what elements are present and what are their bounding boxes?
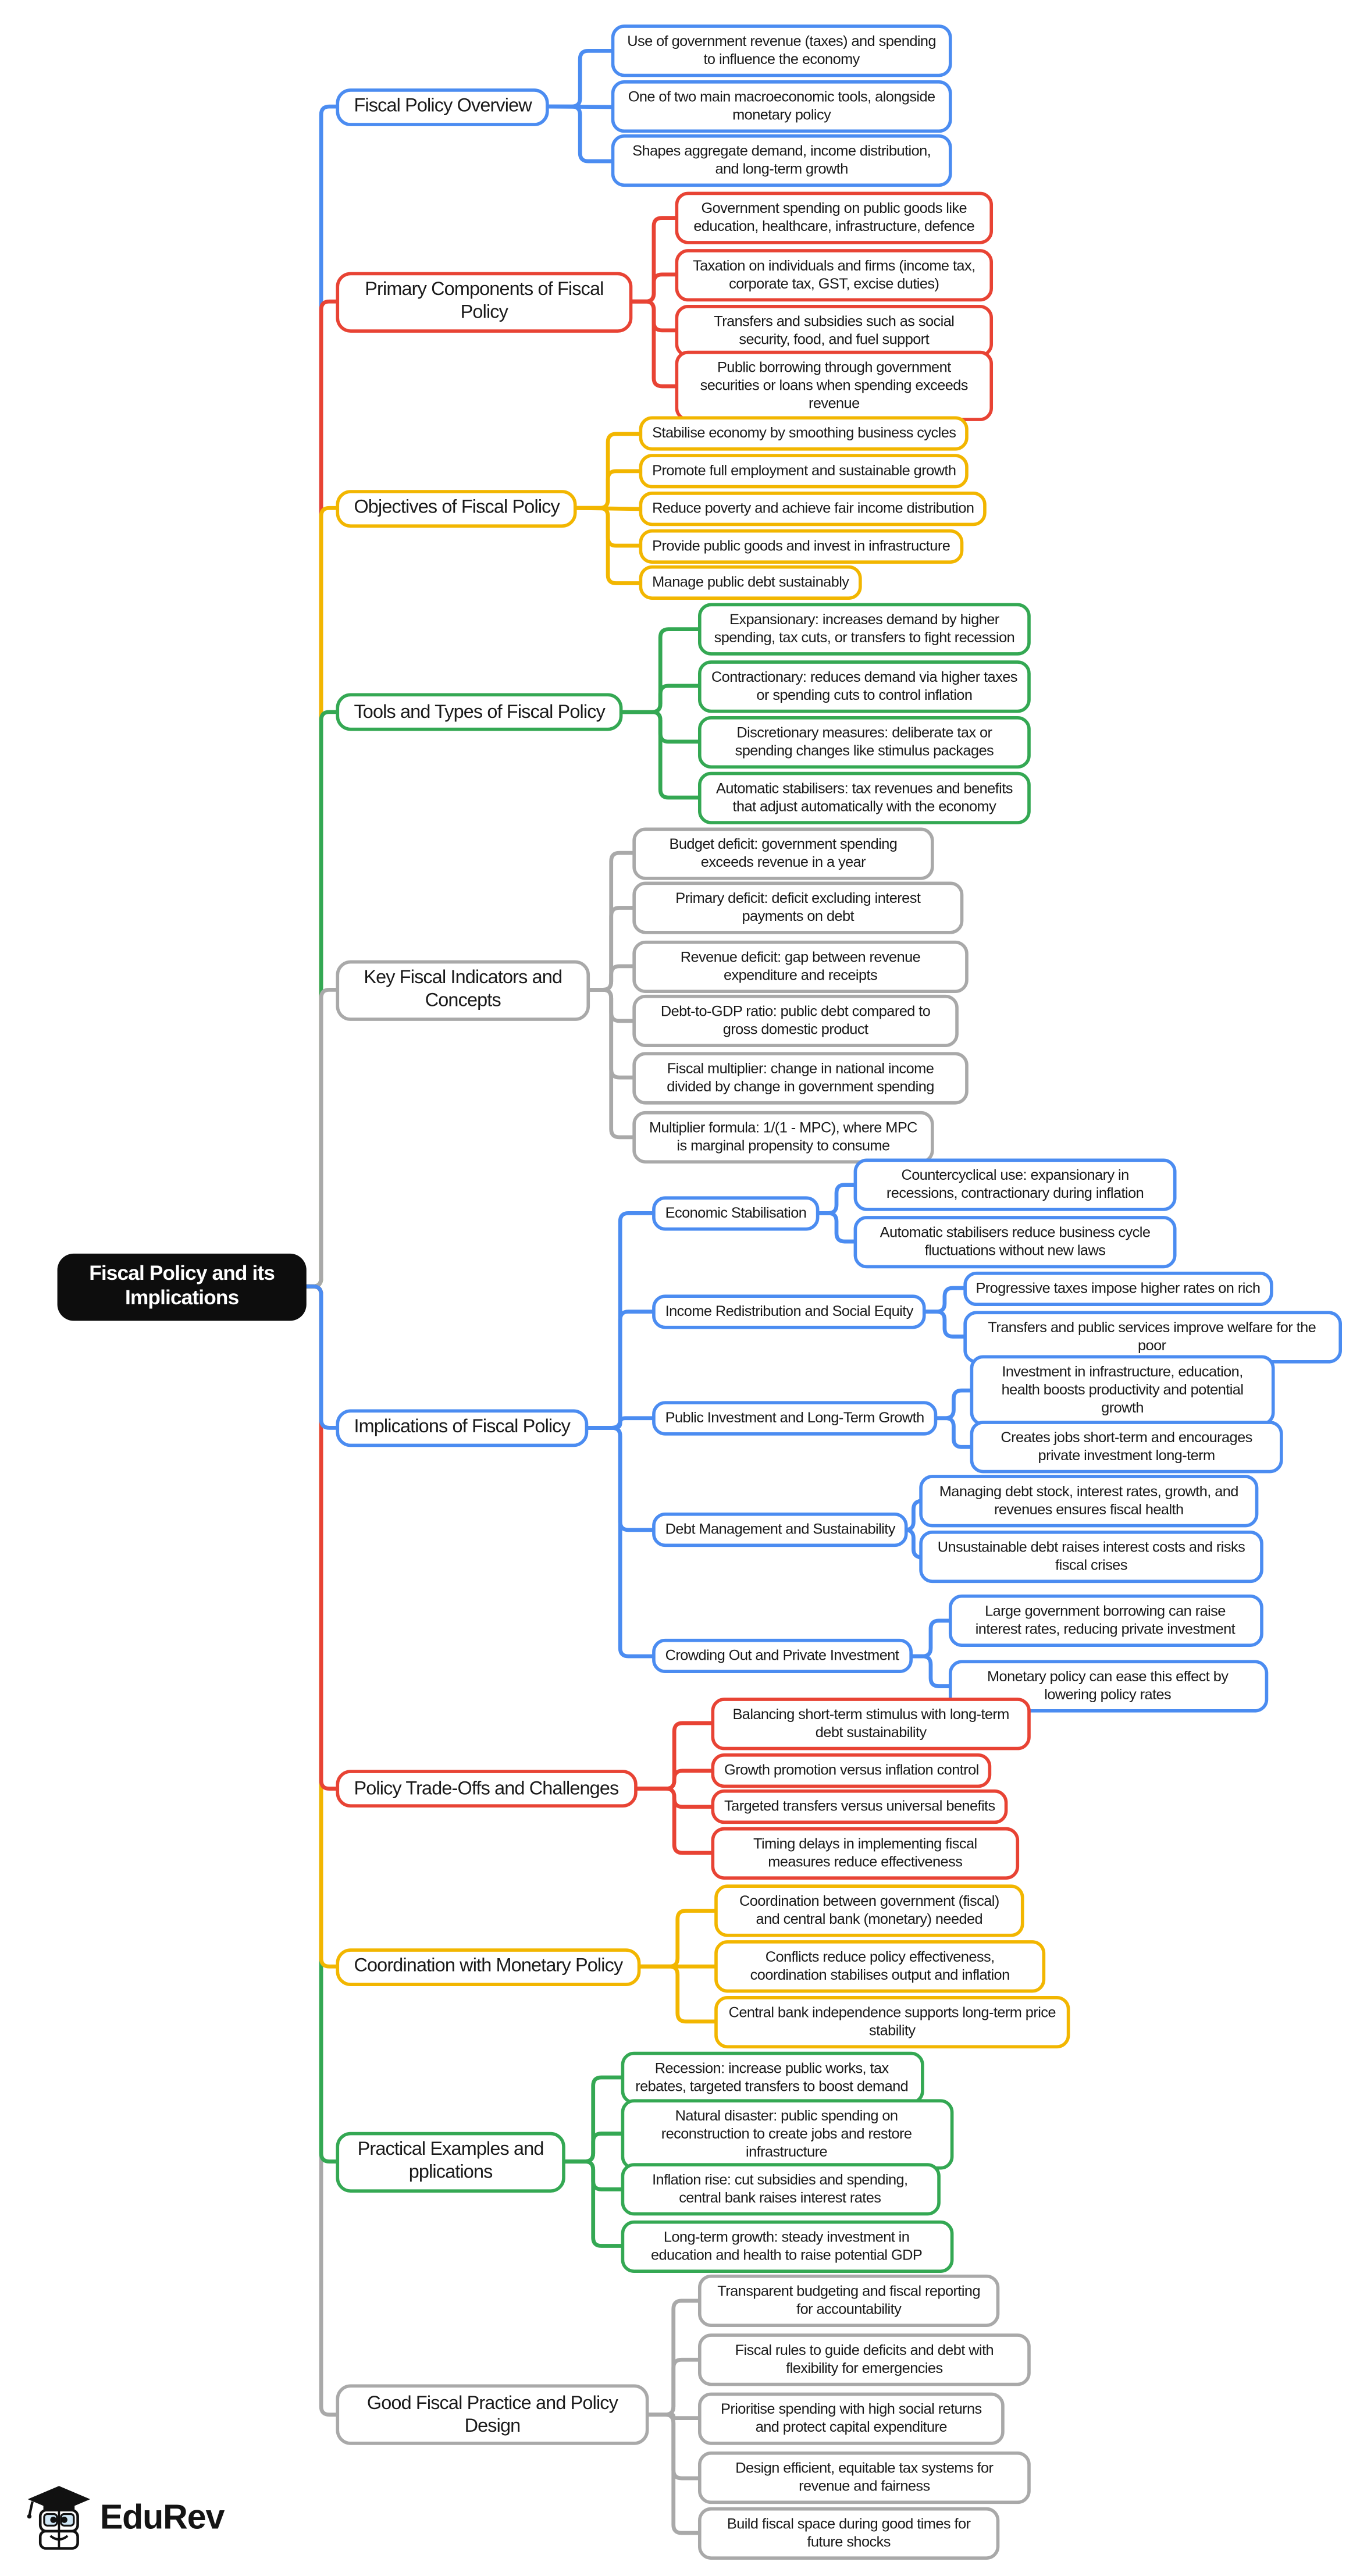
leaf-node: Contractionary: reduces demand via highe… (697, 659, 1031, 712)
edurev-mascot-icon (27, 2486, 91, 2550)
branch-objectives: Objectives of Fiscal Policy (336, 489, 578, 527)
branch-key-fiscal-indicators: Key Fiscal Indicators and Concepts (336, 959, 590, 1020)
leaf-node: Long-term growth: steady investment in e… (620, 2219, 953, 2272)
leaf-node: Countercyclical use: expansionary in rec… (853, 1158, 1177, 1211)
subbranch-income-redistribution: Income Redistribution and Social Equity (652, 1294, 927, 1329)
leaf-node: Inflation rise: cut subsidies and spendi… (620, 2163, 940, 2216)
leaf-node: Managing debt stock, interest rates, gro… (919, 1475, 1259, 1528)
leaf-node: Targeted transfers versus universal bene… (711, 1789, 1009, 1824)
leaf-node: Coordination between government (fiscal)… (714, 1884, 1024, 1937)
branch-primary-components: Primary Components of Fiscal Policy (336, 271, 633, 332)
branch-good-fiscal-practice: Good Fiscal Practice and Policy Design (336, 2384, 649, 2445)
leaf-node: Budget deficit: government spending exce… (632, 827, 934, 880)
edurev-brand-text: EduRev (99, 2499, 225, 2537)
leaf-node: Fiscal multiplier: change in national in… (632, 1051, 969, 1104)
leaf-node: Automatic stabilisers: tax revenues and … (697, 771, 1031, 824)
leaf-node: One of two main macroeconomic tools, alo… (611, 80, 952, 134)
leaf-node: Design efficient, equitable tax systems … (697, 2452, 1031, 2505)
leaf-node: Automatic stabilisers reduce business cy… (853, 1215, 1177, 1268)
branch-implications: Implications of Fiscal Policy (336, 1408, 588, 1447)
leaf-node: Recession: increase public works, tax re… (620, 2051, 924, 2104)
root-node: Fiscal Policy and its Implications (57, 1253, 307, 1320)
leaf-node: Prioritise spending with high social ret… (697, 2392, 1005, 2445)
leaf-node: Growth promotion versus inflation contro… (711, 1753, 992, 1788)
leaf-node: Primary deficit: deficit excluding inter… (632, 881, 964, 934)
branch-fiscal-policy-overview: Fiscal Policy Overview (336, 87, 550, 126)
edurev-logo: EduRev (26, 2484, 225, 2553)
leaf-node: Unsustainable debt raises interest costs… (919, 1531, 1263, 1584)
leaf-node: Monetary policy can ease this effect by … (948, 1660, 1268, 1713)
leaf-node: Investment in infrastructure, education,… (970, 1355, 1275, 1426)
leaf-node: Public borrowing through government secu… (675, 351, 994, 422)
leaf-node: Use of government revenue (taxes) and sp… (611, 24, 952, 77)
leaf-node: Discretionary measures: deliberate tax o… (697, 715, 1031, 768)
leaf-node: Progressive taxes impose higher rates on… (962, 1271, 1273, 1305)
leaf-node: Balancing short-term stimulus with long-… (711, 1696, 1031, 1750)
branch-tools-and-types: Tools and Types of Fiscal Policy (336, 693, 623, 731)
leaf-node: Transfers and public services improve we… (962, 1310, 1341, 1363)
leaf-node: Central bank independence supports long-… (714, 1995, 1070, 2048)
leaf-node: Creates jobs short-term and encourages p… (970, 1421, 1283, 1474)
branch-coordination-monetary: Coordination with Monetary Policy (336, 1947, 641, 1986)
leaf-node: Debt-to-GDP ratio: public debt compared … (632, 994, 959, 1047)
leaf-node: Timing delays in implementing fiscal mea… (711, 1826, 1020, 1880)
leaf-node: Manage public debt sustainably (639, 565, 862, 601)
leaf-node: Transparent budgeting and fiscal reporti… (697, 2274, 1000, 2327)
leaf-node: Reduce poverty and achieve fair income d… (639, 492, 987, 526)
leaf-node: Natural disaster: public spending on rec… (620, 2098, 953, 2169)
subbranch-crowding-out: Crowding Out and Private Investment (652, 1639, 912, 1674)
leaf-node: Provide public goods and invest in infra… (639, 528, 963, 563)
leaf-node: Promote full employment and sustainable … (639, 454, 969, 489)
subbranch-debt-management: Debt Management and Sustainability (652, 1513, 909, 1547)
subbranch-economic-stabilisation: Economic Stabilisation (652, 1196, 820, 1230)
leaf-node: Stabilise economy by smoothing business … (639, 417, 969, 451)
leaf-node: Transfers and subsidies such as social s… (675, 304, 994, 357)
leaf-node: Fiscal rules to guide deficits and debt … (697, 2333, 1031, 2386)
leaf-node: Taxation on individuals and firms (incom… (675, 248, 994, 301)
leaf-node: Expansionary: increases demand by higher… (697, 603, 1031, 656)
subbranch-public-investment: Public Investment and Long-Term Growth (652, 1401, 938, 1436)
branch-policy-trade-offs: Policy Trade-Offs and Challenges (336, 1770, 637, 1808)
leaf-node: Build fiscal space during good times for… (697, 2506, 1000, 2560)
leaf-node: Shapes aggregate demand, income distribu… (611, 135, 952, 188)
leaf-node: Revenue deficit: gap between revenue exp… (632, 940, 969, 992)
branch-practical-examples: Practical Examples and pplications (336, 2131, 565, 2192)
leaf-node: Conflicts reduce policy effectiveness, c… (714, 1940, 1046, 1993)
leaf-node: Large government borrowing can raise int… (948, 1594, 1263, 1647)
leaf-node: Government spending on public goods like… (675, 191, 994, 244)
leaf-node: Multiplier formula: 1/(1 - MPC), where M… (632, 1111, 934, 1164)
